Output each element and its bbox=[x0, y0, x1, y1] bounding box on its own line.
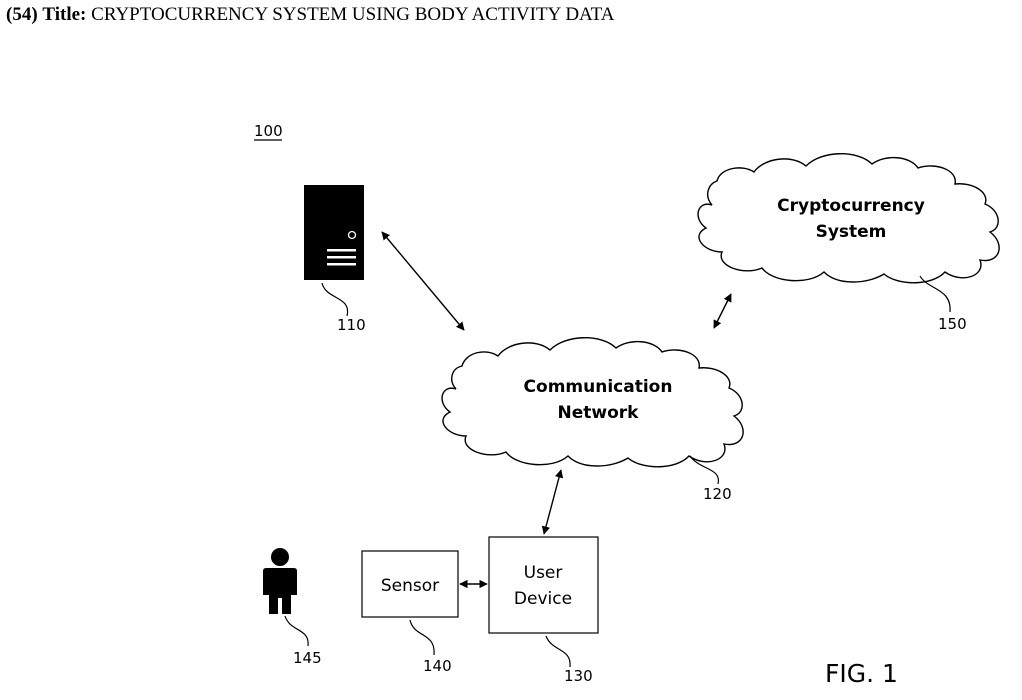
user-device-leader bbox=[545, 635, 571, 668]
user-device-label-line1: User bbox=[524, 563, 563, 583]
figure-label: FIG. 1 bbox=[825, 659, 898, 688]
crypto-label-line1: Cryptocurrency bbox=[777, 196, 925, 216]
server-icon bbox=[304, 185, 364, 280]
sensor-label: Sensor bbox=[381, 576, 439, 596]
patent-title: (54) Title: CRYPTOCURRENCY SYSTEM USING … bbox=[6, 4, 614, 26]
system-ref: 100 bbox=[254, 122, 283, 140]
title-number: (54) bbox=[6, 4, 38, 25]
arrow-network-crypto bbox=[713, 293, 732, 329]
sensor-ref: 140 bbox=[423, 657, 452, 675]
network-ref: 120 bbox=[703, 485, 732, 503]
title-text: CRYPTOCURRENCY SYSTEM USING BODY ACTIVIT… bbox=[91, 4, 615, 25]
person-ref: 145 bbox=[293, 649, 322, 667]
user-device-label-line2: Device bbox=[514, 589, 572, 609]
network-cloud bbox=[441, 337, 744, 468]
server-leader bbox=[321, 282, 349, 317]
network-leader bbox=[689, 455, 719, 485]
arrow-network-device bbox=[541, 469, 564, 535]
crypto-label-line2: System bbox=[816, 222, 887, 242]
network-label-line1: Communication bbox=[524, 377, 673, 397]
title-label: Title: bbox=[42, 4, 87, 25]
person-leader bbox=[284, 615, 309, 647]
user-device-ref: 130 bbox=[564, 667, 593, 685]
sensor-box bbox=[361, 550, 459, 618]
crypto-cloud bbox=[697, 153, 1000, 284]
crypto-ref: 150 bbox=[938, 315, 967, 333]
crypto-leader bbox=[919, 275, 951, 313]
network-label-line2: Network bbox=[558, 403, 640, 423]
server-ref: 110 bbox=[337, 316, 366, 334]
user-device-box bbox=[488, 536, 599, 634]
arrow-server-network bbox=[381, 231, 465, 331]
sensor-leader bbox=[409, 619, 435, 656]
person-icon bbox=[263, 548, 297, 614]
